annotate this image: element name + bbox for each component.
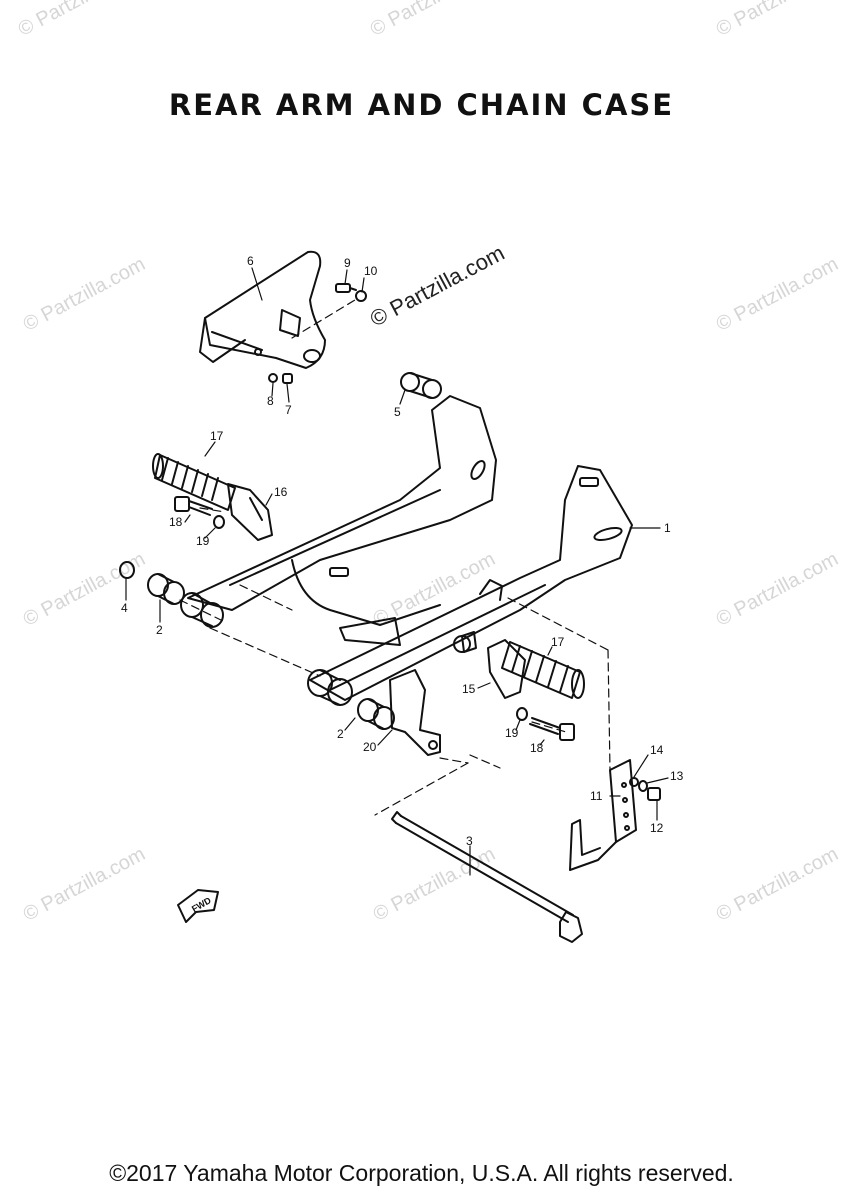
part-4-nut	[119, 561, 135, 579]
callout-9: 9	[344, 256, 351, 270]
part-14-washer	[629, 777, 639, 787]
part-3-pivot-shaft	[391, 811, 583, 943]
part-17-footrest-rubber-left	[152, 453, 236, 511]
part-7-bolt	[282, 373, 293, 384]
part-18-bolt-right	[529, 717, 575, 741]
part-5-bushing	[400, 372, 442, 399]
part-13-washer	[638, 780, 648, 792]
callout-6: 6	[247, 254, 254, 268]
part-20-plate	[389, 669, 441, 756]
callout-1: 1	[664, 521, 671, 535]
part-1-rear-arm	[180, 395, 633, 706]
callout-12: 12	[650, 821, 664, 835]
callout-18: 18	[169, 515, 183, 529]
callout-17: 17	[210, 429, 224, 443]
part-8-washer	[268, 373, 278, 383]
callout-labels: 1 2 2 3 4 5 6 7 8 9 10 11 12 13 14 15 16…	[121, 254, 684, 848]
callout-10: 10	[364, 264, 378, 278]
callout-20: 20	[363, 740, 377, 754]
part-15-footrest-bracket-right	[453, 635, 526, 699]
callout-19: 19	[505, 726, 519, 740]
part-11-bracket	[569, 759, 637, 871]
part-18-bolt-left	[174, 496, 213, 516]
callout-17: 17	[551, 635, 565, 649]
callout-3: 3	[466, 834, 473, 848]
callout-2: 2	[156, 623, 163, 637]
assembly-guide-lines	[179, 299, 611, 816]
part-17-footrest-rubber-right	[501, 641, 585, 699]
part-10-washer	[355, 290, 367, 302]
part-2-bushing-left	[147, 573, 185, 605]
callout-7: 7	[285, 403, 292, 417]
part-2-bushing-right	[357, 698, 395, 730]
part-9-bolt	[335, 283, 357, 293]
forward-arrow-icon	[177, 889, 219, 923]
callout-16: 16	[274, 485, 288, 499]
callout-15: 15	[462, 682, 476, 696]
part-16-footrest-bracket-left	[227, 483, 273, 541]
callout-13: 13	[670, 769, 684, 783]
callout-2: 2	[337, 727, 344, 741]
callout-19: 19	[196, 534, 210, 548]
part-19-washer-right	[516, 707, 528, 721]
part-6-chain-case	[199, 250, 326, 369]
callout-18: 18	[530, 741, 544, 755]
callout-8: 8	[267, 394, 274, 408]
part-12-bolt	[647, 787, 661, 801]
copyright-footer: ©2017 Yamaha Motor Corporation, U.S.A. A…	[109, 1160, 734, 1186]
diagram-title: REAR ARM AND CHAIN CASE	[168, 88, 675, 122]
callout-11: 11	[590, 789, 603, 803]
part-19-washer-left	[213, 515, 225, 529]
callout-leader-lines	[125, 267, 669, 876]
callout-4: 4	[121, 601, 128, 615]
callout-14: 14	[650, 743, 664, 757]
callout-5: 5	[394, 405, 401, 419]
